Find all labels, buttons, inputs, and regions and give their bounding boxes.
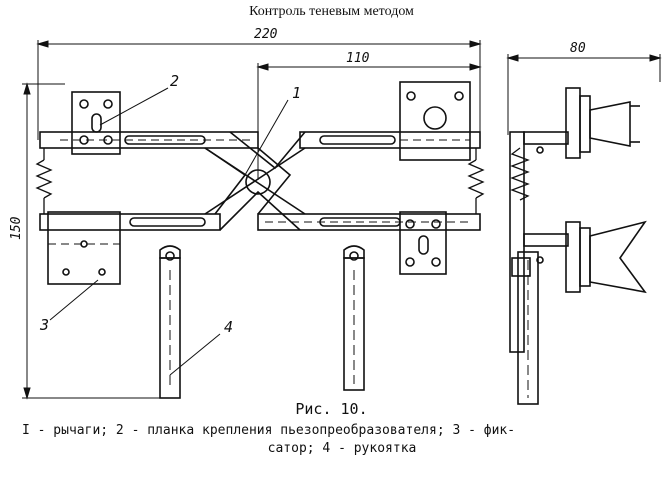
- fixator-left: [47, 211, 121, 285]
- handle-left: [159, 245, 181, 399]
- dimension-lines: [22, 40, 662, 400]
- figure-label: Рис. 10.: [295, 400, 368, 418]
- dim-half-width: 110: [346, 51, 370, 66]
- spring-right: [467, 148, 485, 214]
- leader-lines: [49, 87, 289, 376]
- transducer-upper: [565, 87, 640, 159]
- figure-caption: I - рычаги; 2 - планка крепления пьезопр…: [22, 422, 662, 458]
- callout-3: 3: [39, 316, 49, 334]
- page-header: Контроль теневым методом: [249, 4, 414, 19]
- caption-line-1: I - рычаги; 2 - планка крепления пьезопр…: [22, 423, 516, 438]
- lever-lower-left: [39, 213, 221, 231]
- transducer-holder-right: [399, 81, 471, 161]
- dim-side-width: 80: [570, 41, 586, 56]
- mounting-plate-right: [399, 211, 447, 275]
- callout-2: 2: [170, 72, 179, 90]
- caption-line-2: сатор; 4 - рукоятка: [267, 441, 417, 456]
- pivot-icon: [245, 169, 271, 195]
- dim-overall-width: 220: [254, 27, 278, 42]
- side-view: [509, 87, 647, 405]
- callout-4: 4: [224, 318, 233, 336]
- callout-1: 1: [292, 84, 301, 102]
- handle-right: [343, 245, 365, 391]
- lever-upper-right: [299, 131, 481, 149]
- dim-height: 150: [9, 216, 24, 240]
- lever-upper-left: [39, 131, 259, 149]
- spring-left: [35, 148, 53, 214]
- mounting-plate-left: [71, 91, 121, 155]
- transducer-lower: [565, 220, 647, 294]
